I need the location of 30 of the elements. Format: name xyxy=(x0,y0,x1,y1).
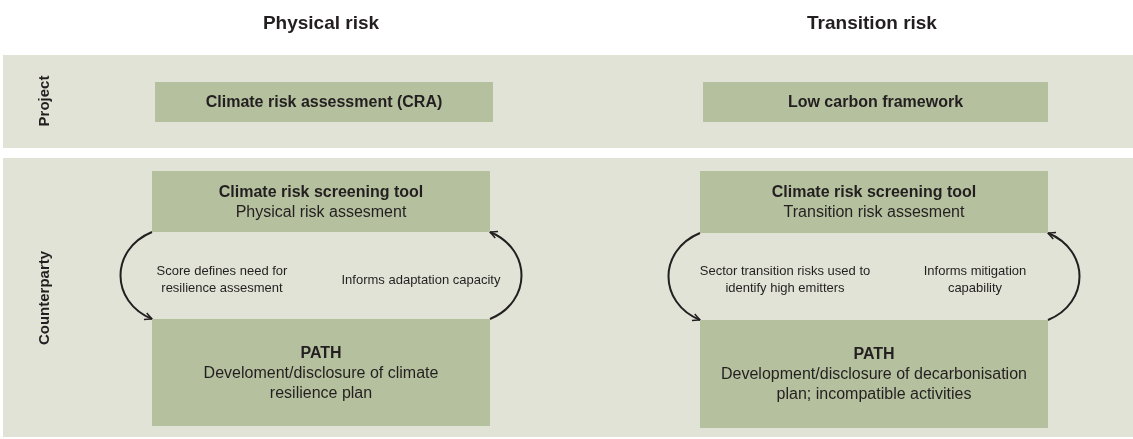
process-box xyxy=(152,319,490,426)
row-band xyxy=(3,55,1133,148)
row-label: Project xyxy=(34,75,52,127)
process-box xyxy=(152,171,490,232)
box-title: PATH xyxy=(300,342,342,363)
curved-arrow xyxy=(667,232,701,321)
box-title: Low carbon framework xyxy=(787,92,964,112)
box-title: Climate risk assessment (CRA) xyxy=(205,92,443,112)
curved-arrow xyxy=(1047,232,1081,321)
edge-label: Informs mitigation capability xyxy=(922,262,1028,296)
process-box xyxy=(703,82,1048,122)
column-heading: Transition risk xyxy=(807,12,937,34)
edge-label: Informs adaptation capacity xyxy=(341,270,501,288)
edge-label: Score defines need for resilience assesment xyxy=(155,262,289,296)
row-label: Counterparty xyxy=(34,250,52,346)
edge-label: Sector transition risks used to identify high emitters xyxy=(698,262,872,296)
column-heading: Physical risk xyxy=(262,12,380,34)
box-title: Climate risk screening tool xyxy=(771,182,977,202)
row-band xyxy=(3,158,1133,437)
process-box xyxy=(700,320,1048,428)
box-text: Physical risk assesment xyxy=(235,201,407,222)
box-text: Development/disclosure of decarbonisation plan; incompatible activities xyxy=(720,364,1028,404)
process-box xyxy=(700,171,1048,233)
curved-arrow xyxy=(489,231,523,320)
curved-arrow xyxy=(119,231,153,320)
process-box xyxy=(155,82,493,122)
box-text: Transition risk assesment xyxy=(783,202,965,222)
box-title: PATH xyxy=(853,344,895,364)
box-title: Climate risk screening tool xyxy=(218,181,424,202)
box-text: Develoment/disclosure of climate resilience plan xyxy=(202,362,440,403)
